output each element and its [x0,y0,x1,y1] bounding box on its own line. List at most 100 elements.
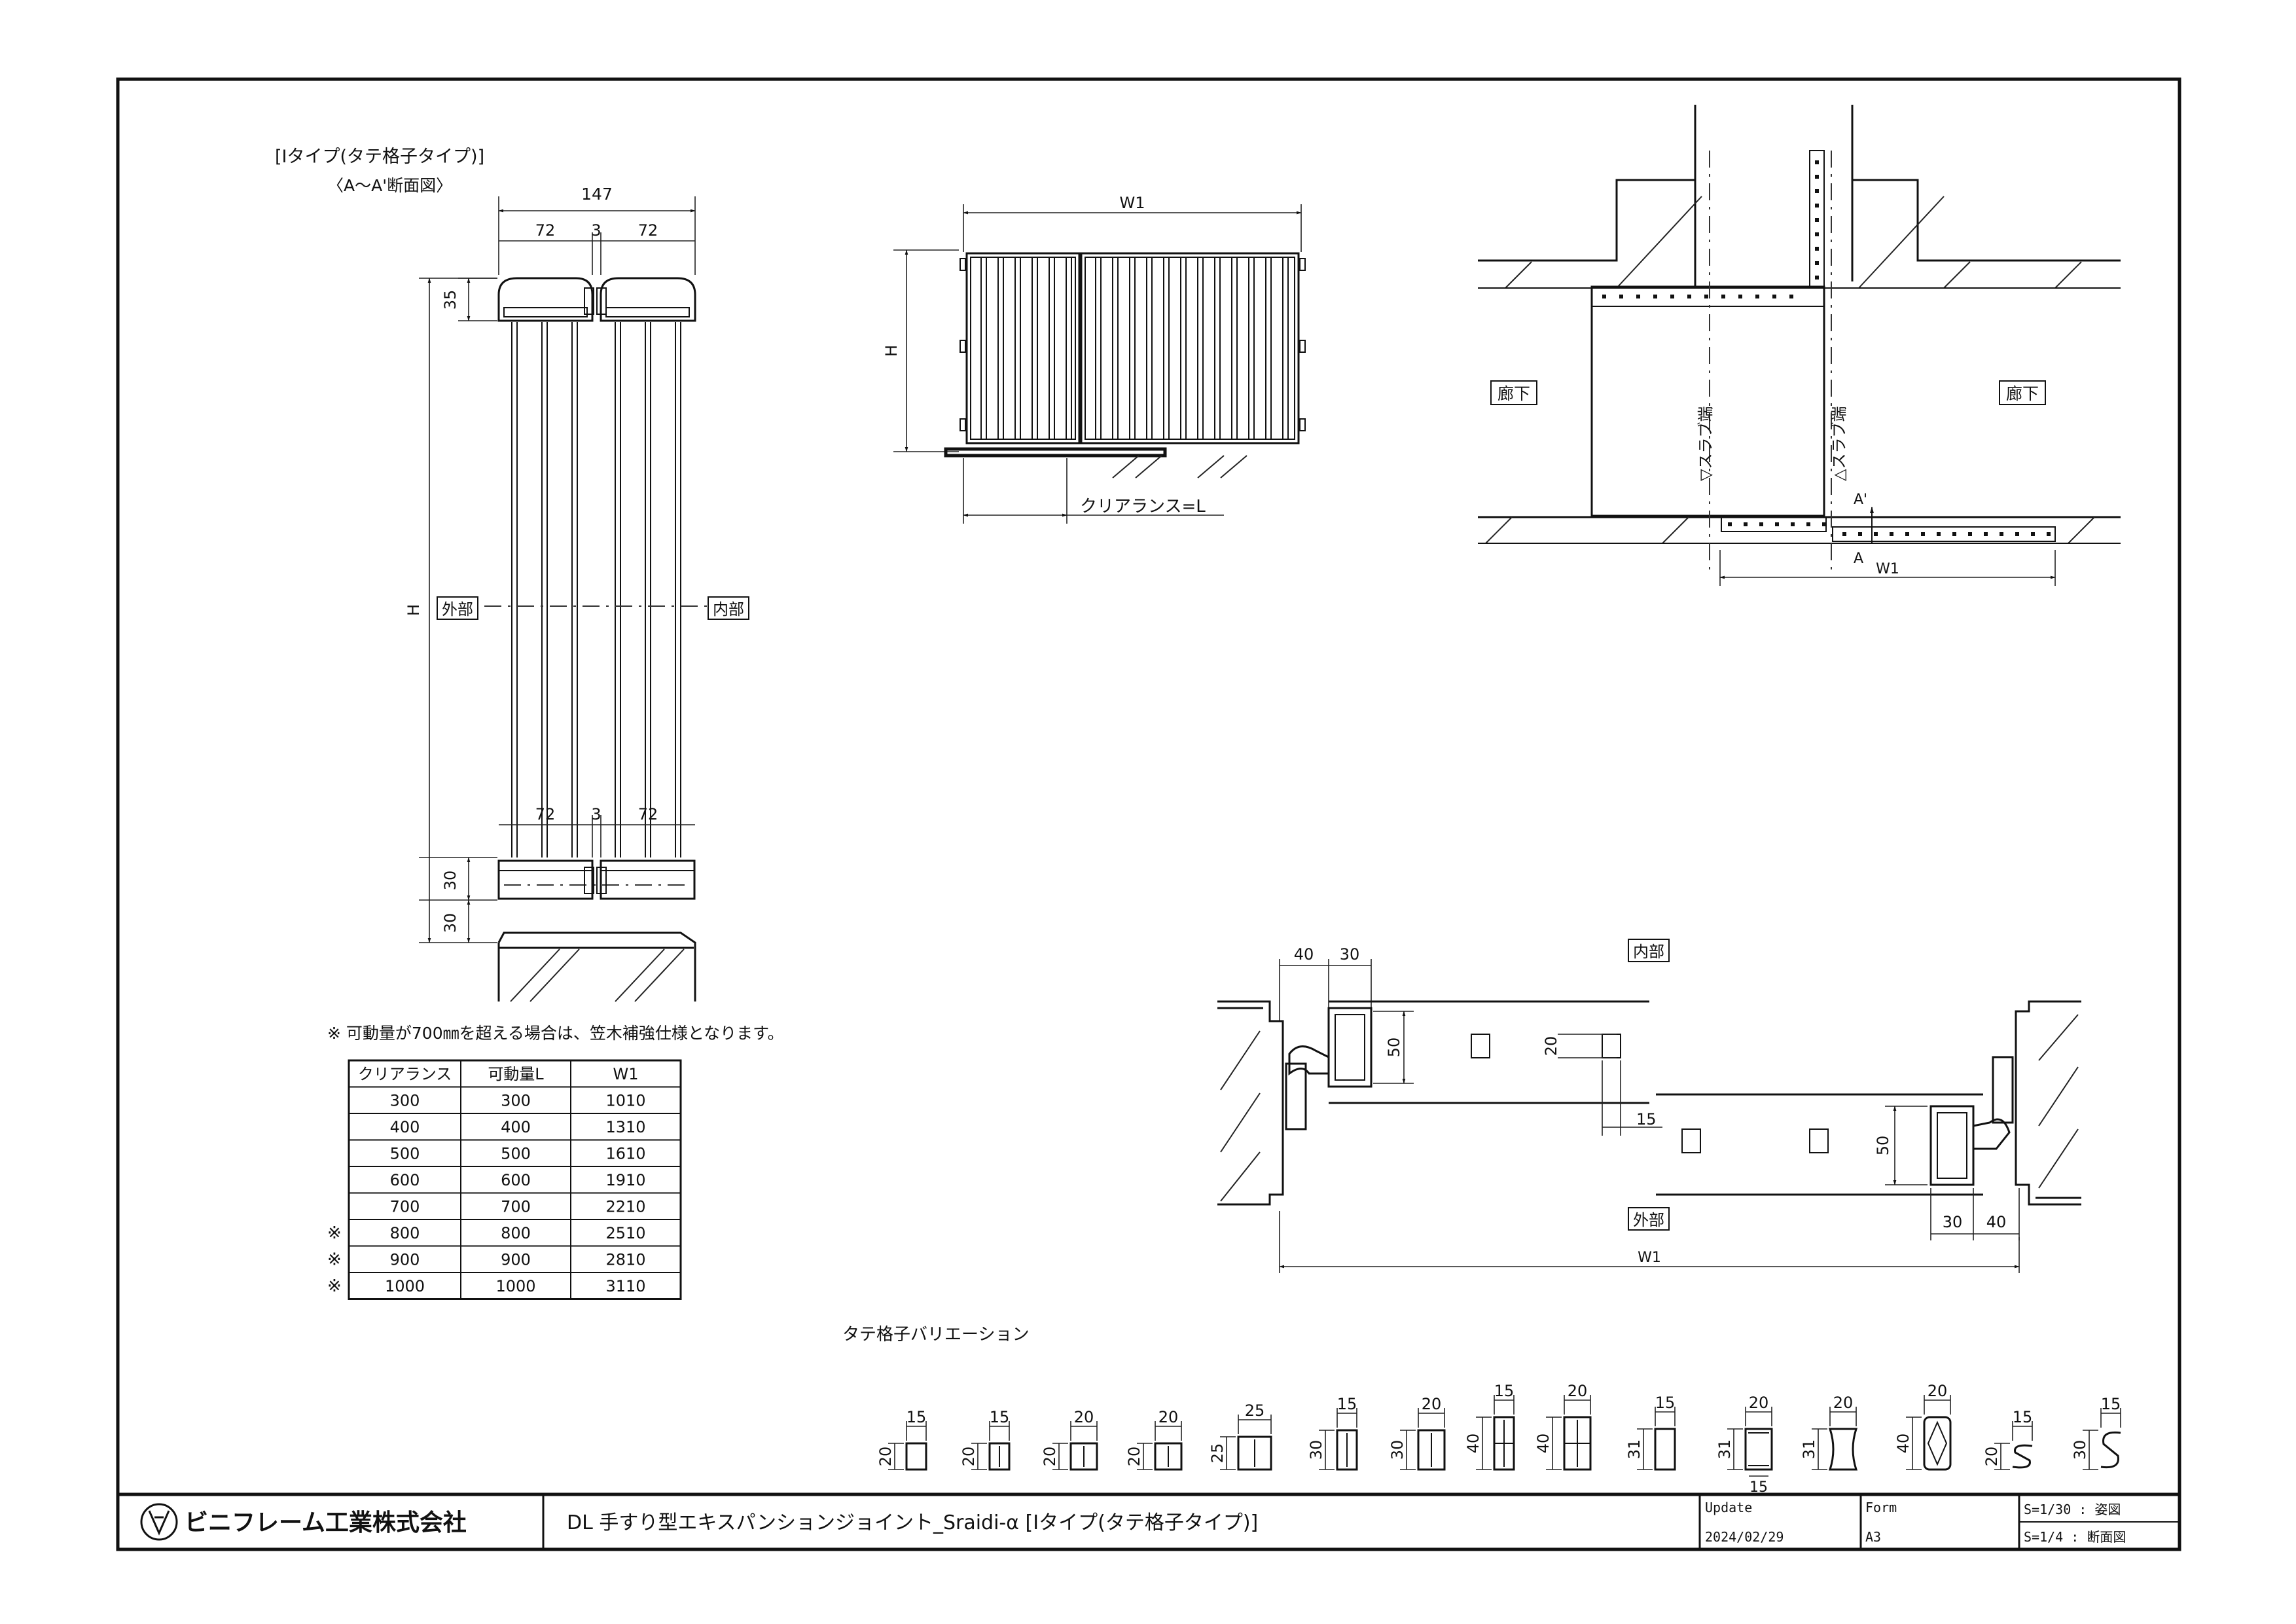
table-cell: 300 [390,1092,420,1110]
rail-hole [1789,295,1793,298]
title-block: ビニフレーム工業株式会社 DL 手すり型エキスパンションジョイント_Sraidi… [118,1492,2179,1549]
company-name: ビニフレーム工業株式会社 [185,1509,467,1536]
vertical-bars [511,322,681,857]
dim-3-b: 3 [591,805,601,823]
elev-bar [1248,257,1255,440]
table-cell: 400 [390,1118,420,1136]
variation-width: 20 [1422,1395,1442,1413]
table-cell: 700 [390,1198,420,1216]
table-header: 可動量L [488,1065,544,1083]
dim-147: 147 [581,185,613,204]
rail-hole [1815,175,1819,179]
elev-dim-w1: W1 [1120,194,1145,212]
elev-bar [1066,257,1072,440]
rail-hole [1728,522,1732,526]
table-row-mark: ※ [327,1276,342,1296]
variation-height: 20 [1041,1447,1059,1467]
update-value: 2024/02/29 [1705,1529,1784,1545]
rail-hole [1775,522,1779,526]
table-row-mark: ※ [327,1223,342,1243]
elev-bar [1163,257,1170,440]
table-header: クリアランス [358,1065,452,1083]
detail-dim-40-bottom: 40 [1986,1213,2007,1231]
elev-bar [1129,257,1136,440]
variation-width: 25 [1245,1401,1265,1420]
variation-height: 31 [1800,1439,1818,1460]
variation-width: 20 [1568,1382,1588,1400]
rail-hole [1815,261,1819,265]
table-cell: 1000 [495,1277,535,1295]
table-cell: 500 [390,1145,420,1163]
table-cell: 1910 [605,1171,645,1189]
rail-hole [1984,532,1988,536]
detail-label-inside: 内部 [1633,943,1664,961]
elev-bar [1095,257,1102,440]
sheet-border [116,77,2181,1551]
rail-hole [1952,532,1956,536]
rail-hole [1842,532,1846,536]
rail-hole [1822,522,1826,526]
movement-note: ※ 可動量が700㎜を超える場合は、笠木補強仕様となります。 [327,1024,784,1043]
table-cell: 800 [501,1224,531,1242]
detail-dim-30-bottom: 30 [1943,1213,1963,1231]
elev-bar [1049,257,1055,440]
rail-hole [2000,532,2003,536]
variations-title: タテ格子バリエーション [842,1325,1029,1344]
table-border [348,1059,682,1300]
table-cell: 2210 [605,1198,645,1216]
variation-height: 20 [1982,1447,2001,1467]
rail-hole [1815,204,1819,208]
variation-width: 15 [990,1408,1010,1426]
table-header: W1 [613,1065,639,1083]
scale-2: S=1/4 : 断面図 [2024,1529,2126,1545]
rail-hole [1874,532,1878,536]
table-cell: 700 [501,1198,531,1216]
rail-hole [1687,295,1691,298]
detail-label-outside: 外部 [1633,1211,1664,1229]
variation-width: 15 [1655,1394,1676,1412]
rail-hole [1815,189,1819,193]
elev-bar [1112,257,1119,440]
variation-height: 30 [1388,1440,1407,1460]
drawing-title: DL 手すり型エキスパンションジョイント_Sraidi-α [Ⅰタイプ(タテ格子… [567,1511,1258,1534]
plan-slab-left: ▽スラブ端 [1696,406,1715,481]
dim-72-c: 72 [535,805,556,823]
scale-1: S=1/30 : 姿図 [2024,1502,2121,1517]
dim-30-a: 30 [441,871,459,891]
table-cell: 800 [390,1224,420,1242]
elev-dim-h: H [882,345,901,357]
plan-view: 廊下 廊下 ▽スラブ端 △スラブ端 A' A W1 [1478,105,2121,586]
elev-bar [997,257,1004,440]
variation-height: 30 [2071,1440,2089,1460]
elev-bar [980,257,987,440]
rail-hole [1619,295,1623,298]
table-cell: 900 [390,1251,420,1269]
variation-height: 31 [1715,1439,1734,1460]
variation-width: 20 [1158,1408,1179,1426]
detail-dim-15: 15 [1636,1110,1657,1128]
update-label: Update [1705,1500,1752,1515]
rail-hole [1815,160,1819,164]
elev-bars [980,257,1289,440]
form-value: A3 [1865,1529,1881,1545]
section-detail: 内部 外部 40 30 50 20 [1217,939,2081,1273]
section-a-a: [Ⅰタイプ(タテ格子タイプ)] 〈A～A'断面図〉 147 72 3 72 [275,147,749,1002]
rail-hole [1815,276,1819,280]
rail-hole [2015,532,2019,536]
rail-hole [1937,532,1941,536]
table-cell: 400 [501,1118,531,1136]
rail-hole [1670,295,1674,298]
variation-height: 40 [1464,1434,1482,1454]
form-label: Form [1865,1500,1897,1515]
variation-height: 40 [1534,1434,1552,1454]
rail-hole [1744,522,1748,526]
variation-height: 40 [1894,1434,1912,1454]
variation-width: 15 [1337,1395,1357,1413]
